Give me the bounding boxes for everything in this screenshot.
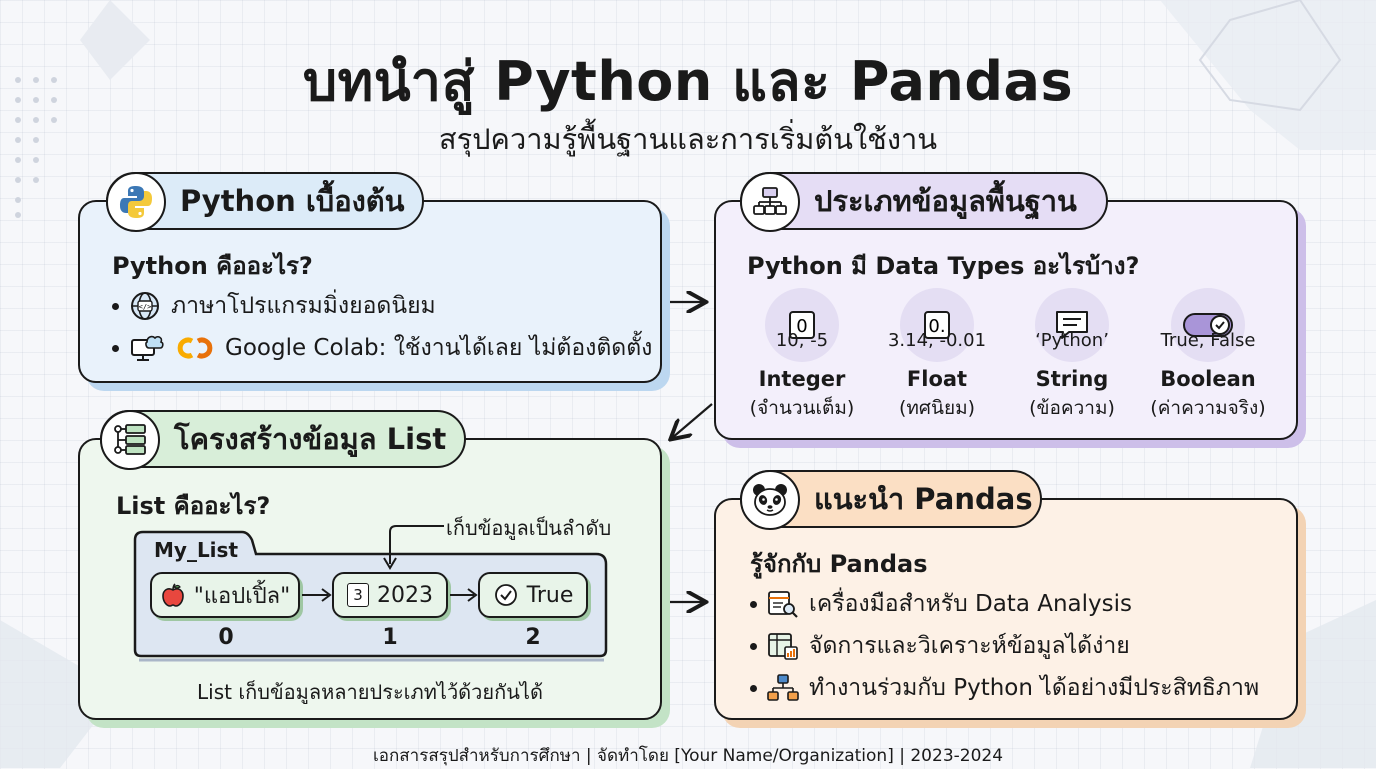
list-structure-icon (100, 409, 160, 470)
pandas-bullet-2: จัดการและวิเคราะห์ข้อมูลได้ง่าย (750, 628, 1130, 664)
pandas-bullet-1: เครื่องมือสำหรับ Data Analysis (750, 586, 1132, 622)
footer-text: เอกสารสรุปสำหรับการศึกษา | จัดทำโดย [You… (372, 746, 1004, 766)
pandas-question: รู้จักกับ Pandas (750, 550, 928, 578)
python-basics-header: Python เบื้องต้น (106, 171, 424, 232)
speech-bubble-icon (1035, 288, 1109, 362)
python-basics-title: Python เบื้องต้น (180, 184, 405, 218)
list-index-2: 2 (525, 625, 541, 650)
table-search-icon (767, 589, 799, 619)
python-bullet-2: Google Colab: ใช้งานได้เลย ไม่ต้องติดตั้… (112, 330, 652, 366)
apple-icon (161, 583, 184, 607)
bullet-dot (750, 600, 757, 608)
integer-name: Integer (758, 367, 846, 391)
cloud-monitor-icon (129, 332, 165, 364)
dtype-integer: 0 10, -5 Integer (จำนวนเต็ม) (742, 288, 862, 423)
string-thai: (ข้อความ) (1029, 397, 1115, 419)
dtype-float: 0. 3.14, -0.01 Float (ทศนิยม) (877, 288, 997, 423)
python-bullet-1: </> ภาษาโปรแกรมมิ่งยอดนิยม (112, 288, 436, 324)
data-types-question: Python มี Data Types อะไรบ้าง? (747, 252, 1140, 280)
pandas-title: แนะนำ Pandas (814, 482, 1033, 516)
float-thai: (ทศนิยม) (898, 397, 976, 419)
pandas-bullet-3-text: ทำงานร่วมกับ Python ได้อย่างมีประสิทธิภา… (809, 675, 1260, 701)
python-bullet-2-text: Google Colab: ใช้งานได้เลย ไม่ต้องติดตั้… (225, 335, 653, 361)
boolean-thai: (ค่าความจริง) (1150, 397, 1266, 419)
colab-logo-icon (175, 336, 215, 360)
data-types-title: ประเภทข้อมูลพื้นฐาน (814, 184, 1077, 218)
number-badge-icon: 3 (347, 583, 369, 607)
check-circle-icon (494, 584, 517, 606)
python-question: Python คืออะไร? (112, 252, 313, 280)
integer-example: 10, -5 (775, 330, 829, 351)
bullet-dot (112, 344, 119, 352)
list-annotation: เก็บข้อมูลเป็นลำดับ (446, 516, 612, 540)
integer-icon-text: 0 (796, 316, 807, 337)
pandas-bullet-2-text: จัดการและวิเคราะห์ข้อมูลได้ง่าย (809, 633, 1130, 659)
python-basics-card (78, 200, 662, 383)
list-element-1-value: 2023 (377, 582, 433, 608)
pandas-bullet-1-text: เครื่องมือสำหรับ Data Analysis (809, 591, 1132, 617)
python-bullet-1-text: ภาษาโปรแกรมมิ่งยอดนิยม (171, 293, 436, 319)
list-element-0: "แอปเปิ้ล" (150, 572, 300, 618)
float-example: 3.14, -0.01 (887, 330, 987, 351)
string-example: ‘Python’ (1035, 330, 1109, 351)
float-icon: 0. (900, 288, 974, 362)
list-header: โครงสร้างข้อมูล List (100, 409, 466, 470)
page-subtitle: สรุปความรู้พื้นฐานและการเริ่มต้นใช้งาน (438, 122, 938, 156)
list-name-label: My_List (154, 538, 239, 562)
list-question: List คืออะไร? (116, 492, 271, 520)
toggle-switch-icon (1171, 288, 1245, 362)
arrow-types-to-list (672, 403, 713, 438)
bullet-dot (750, 642, 757, 650)
list-index-0: 0 (218, 625, 234, 650)
python-logo-icon (106, 171, 166, 232)
workflow-icon (767, 673, 799, 703)
integer-icon: 0 (765, 288, 839, 362)
spreadsheet-chart-icon (767, 631, 799, 661)
annotation-arrow (383, 525, 444, 570)
string-name: String (1035, 367, 1109, 391)
svg-text:</>: </> (139, 303, 152, 311)
panda-icon (740, 469, 800, 530)
dtype-string: ‘Python’ String (ข้อความ) (1012, 288, 1132, 423)
list-element-0-value: "แอปเปิ้ล" (193, 583, 291, 609)
list-title: โครงสร้างข้อมูล List (174, 422, 447, 456)
list-element-1: 3 2023 (332, 572, 448, 618)
list-element-2-value: True (526, 582, 574, 608)
boolean-name: Boolean (1160, 367, 1256, 391)
bullet-dot (112, 302, 119, 310)
globe-code-icon: </> (129, 290, 161, 322)
pandas-header: แนะนำ Pandas (740, 469, 1042, 530)
list-caption: List เก็บข้อมูลหลายประเภทไว้ด้วยกันได้ (197, 680, 543, 704)
bullet-dot (750, 684, 757, 692)
list-index-1: 1 (382, 625, 398, 650)
float-icon-text: 0. (928, 316, 945, 337)
data-types-header: ประเภทข้อมูลพื้นฐาน (740, 171, 1108, 232)
dtype-boolean: True, False Boolean (ค่าความจริง) (1148, 288, 1268, 423)
page-title: บทนำสู่ Python และ Pandas (302, 50, 1074, 113)
boolean-example: True, False (1160, 330, 1256, 351)
float-name: Float (906, 367, 968, 391)
integer-thai: (จำนวนเต็ม) (749, 397, 855, 419)
pandas-bullet-3: ทำงานร่วมกับ Python ได้อย่างมีประสิทธิภา… (750, 670, 1259, 706)
hierarchy-icon (740, 171, 800, 232)
list-element-2: True (478, 572, 588, 618)
list-element-arrows (302, 588, 478, 602)
